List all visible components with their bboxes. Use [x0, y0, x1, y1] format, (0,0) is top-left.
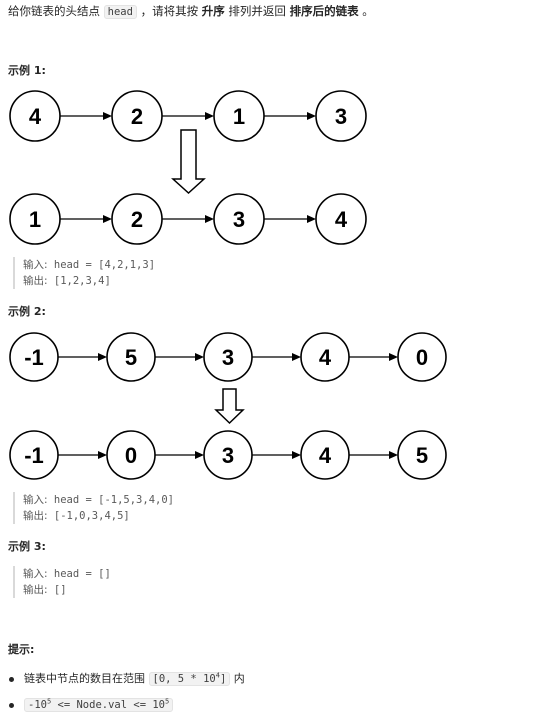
- example-2-input: head = [-1,5,3,4,0]: [53, 494, 174, 506]
- ex1-before-node-1: [111, 90, 163, 142]
- ex1-after-arrowhead-0: [103, 215, 112, 223]
- constraint-2-sup-1: 5: [46, 697, 52, 706]
- example-3-input-label: 输入:: [23, 568, 48, 580]
- ex2-before-node-1: [106, 332, 156, 382]
- ex2-after-node-0: [9, 430, 59, 480]
- ex2-after-node-2: [203, 430, 253, 480]
- constraint-1-code-sup: 4: [215, 671, 220, 680]
- constraint-1-code-a: [0, 5 * 10: [152, 673, 216, 685]
- example-1-title: 示例 1:: [8, 64, 46, 77]
- example-2-io: 输入: head = [-1,5,3,4,0] 输出: [-1,0,3,4,5]: [13, 492, 174, 524]
- ex2-before-node-3: [300, 332, 350, 382]
- example-1-input-label: 输入:: [23, 259, 48, 271]
- ex1-after-arrowhead-1: [205, 215, 214, 223]
- ex2-after-node-label-1: 0: [125, 443, 137, 468]
- example-3-output: []: [53, 584, 67, 596]
- example-2-input-label: 输入:: [23, 494, 48, 506]
- ex2-after-node-label-2: 3: [222, 443, 234, 468]
- ex1-before-node-label-1: 2: [131, 104, 143, 129]
- ex1-before-arrowhead-1: [205, 112, 214, 120]
- constraint-node-count: 链表中节点的数目在范围 [0, 5 * 104] 内: [8, 670, 245, 696]
- intro-bold-sorted-list: 排序后的链表: [289, 4, 359, 18]
- ex2-before-arrowhead-3: [389, 353, 398, 361]
- ex1-after-node-1: [111, 193, 163, 245]
- ex1-before-node-label-3: 3: [335, 104, 347, 129]
- example-2-after-list: -1 0 3 4 5: [9, 430, 447, 480]
- ex1-after-node-2: [213, 193, 265, 245]
- ex1-before-node-label-0: 4: [29, 104, 42, 129]
- example-1-down-arrow: [171, 129, 206, 195]
- ex2-after-arrowhead-0: [98, 451, 107, 459]
- ex1-after-node-3: [315, 193, 367, 245]
- constraint-2-code-a: -10: [28, 699, 47, 711]
- ex1-before-arrowhead-2: [307, 112, 316, 120]
- example-1-before-list: 4 2 1 3: [9, 90, 367, 142]
- ex2-after-node-label-3: 4: [319, 443, 332, 468]
- example-2-before-list: -1 5 3 4 0: [9, 332, 447, 382]
- constraint-1-tail: 内: [233, 672, 245, 685]
- ex2-after-arrowhead-1: [195, 451, 204, 459]
- ex2-after-arrowhead-3: [389, 451, 398, 459]
- ex2-before-arrowhead-0: [98, 353, 107, 361]
- example-1-diagram: 4 2 1 3 1 2 3 4: [9, 90, 367, 245]
- ex1-after-node-0: [9, 193, 61, 245]
- ex1-before-node-3: [315, 90, 367, 142]
- ex1-before-node-0: [9, 90, 61, 142]
- constraints-list: 链表中节点的数目在范围 [0, 5 * 104] 内 -105 <= Node.…: [8, 670, 245, 722]
- ex1-after-node-label-1: 2: [131, 207, 143, 232]
- head-code: head: [103, 5, 137, 19]
- example-1-after-list: 1 2 3 4: [9, 193, 367, 245]
- ex2-after-node-3: [300, 430, 350, 480]
- intro-text-3: 排列并返回: [228, 4, 286, 18]
- ex1-before-arrowhead-0: [103, 112, 112, 120]
- ex2-after-node-label-4: 5: [416, 443, 428, 468]
- ex2-before-node-2: [203, 332, 253, 382]
- ex2-after-arrowhead-2: [292, 451, 301, 459]
- constraint-2-sup-2: 5: [164, 697, 170, 706]
- constraint-2-code: -105 <= Node.val <= 105: [24, 697, 174, 712]
- ex2-before-arrowhead-2: [292, 353, 301, 361]
- example-2-output: [-1,0,3,4,5]: [53, 510, 130, 522]
- intro-bold-ascending: 升序: [201, 4, 225, 18]
- example-3-io: 输入: head = [] 输出: []: [13, 566, 111, 598]
- example-2-output-label: 输出:: [23, 510, 48, 522]
- ex2-after-node-1: [106, 430, 156, 480]
- ex2-before-arrowhead-1: [195, 353, 204, 361]
- example-1-output-label: 输出:: [23, 275, 48, 287]
- constraint-1-code: [0, 5 * 104]: [148, 671, 231, 686]
- example-1-io: 输入: head = [4,2,1,3] 输出: [1,2,3,4]: [13, 257, 155, 289]
- ex1-after-arrowhead-2: [307, 215, 316, 223]
- ex1-after-node-label-3: 4: [335, 207, 348, 232]
- hints-title: 提示:: [8, 643, 35, 656]
- example-3-title: 示例 3:: [8, 540, 46, 553]
- ex2-before-node-label-4: 0: [416, 345, 428, 370]
- intro-text-1: 给你链表的头结点: [8, 4, 100, 18]
- constraint-1-text: 链表中节点的数目在范围: [24, 672, 145, 685]
- example-2-down-arrow: [214, 388, 245, 425]
- ex2-before-node-label-0: -1: [24, 345, 44, 370]
- ex1-before-node-2: [213, 90, 265, 142]
- example-2-diagram: -1 5 3 4 0 -1 0 3 4 5: [9, 332, 447, 480]
- constraint-1-code-b: ]: [219, 673, 227, 685]
- example-1-output: [1,2,3,4]: [53, 275, 111, 287]
- problem-description: 给你链表的头结点 head ，请将其按 升序 排列并返回 排序后的链表 。: [8, 2, 374, 21]
- constraint-2-code-b: <= Node.val <= 10: [51, 699, 165, 711]
- ex1-after-node-label-0: 1: [29, 207, 41, 232]
- constraint-node-val: -105 <= Node.val <= 105: [8, 696, 245, 722]
- intro-text-2: ，请将其按: [140, 4, 199, 18]
- ex1-before-node-label-2: 1: [233, 104, 245, 129]
- ex2-before-node-0: [9, 332, 59, 382]
- example-3-input: head = []: [53, 568, 111, 580]
- ex2-before-node-label-1: 5: [125, 345, 137, 370]
- example-1-input: head = [4,2,1,3]: [53, 259, 156, 271]
- ex2-before-node-4: [397, 332, 447, 382]
- ex2-after-node-label-0: -1: [24, 443, 44, 468]
- example-2-title: 示例 2:: [8, 305, 46, 318]
- ex2-before-node-label-3: 4: [319, 345, 332, 370]
- ex2-after-node-4: [397, 430, 447, 480]
- ex1-after-node-label-2: 3: [233, 207, 245, 232]
- ex2-before-node-label-2: 3: [222, 345, 234, 370]
- example-3-output-label: 输出:: [23, 584, 48, 596]
- intro-text-4: 。: [362, 4, 374, 18]
